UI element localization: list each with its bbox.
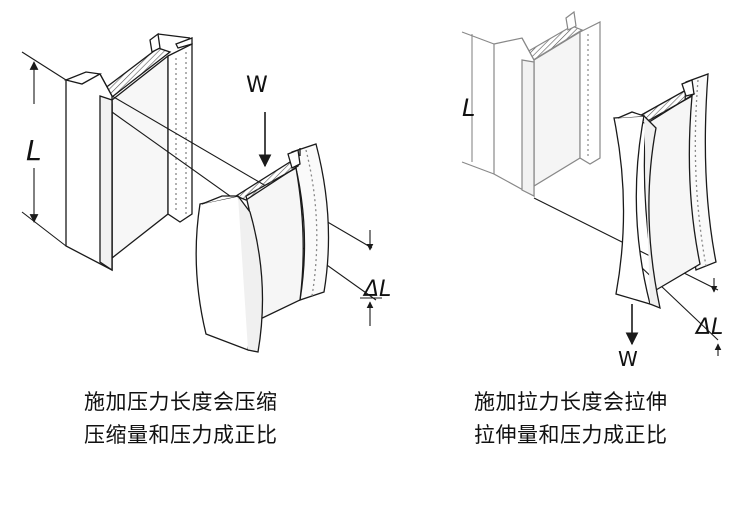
right-stretched-beam [613,73,717,310]
left-delta-label: ΔL [362,277,391,302]
left-length-dimension [21,51,67,247]
right-caption-line2: 拉伸量和压力成正比 [474,423,668,447]
right-length-label: L [462,94,475,122]
left-original-beam [63,32,193,272]
left-caption: 施加压力长度会压缩 压缩量和压力成正比 [84,386,278,452]
left-length-label: L [26,134,42,167]
right-caption: 施加拉力长度会拉伸 拉伸量和压力成正比 [474,386,668,452]
right-force-label: W [618,347,638,371]
left-force-label: W [246,73,268,98]
left-delta-dimension [360,230,382,326]
right-length-dimension [461,31,495,175]
right-original-beam [493,10,601,198]
right-tension-figure: L W ΔL [461,10,723,371]
left-compressed-beam [195,143,330,353]
right-delta-dimension [710,278,722,356]
left-caption-line2: 压缩量和压力成正比 [84,423,278,447]
left-compression-figure: L W ΔL [21,32,391,353]
left-caption-line1: 施加压力长度会压缩 [84,390,278,414]
right-caption-line1: 施加拉力长度会拉伸 [474,390,668,414]
right-delta-label: ΔL [694,315,723,340]
